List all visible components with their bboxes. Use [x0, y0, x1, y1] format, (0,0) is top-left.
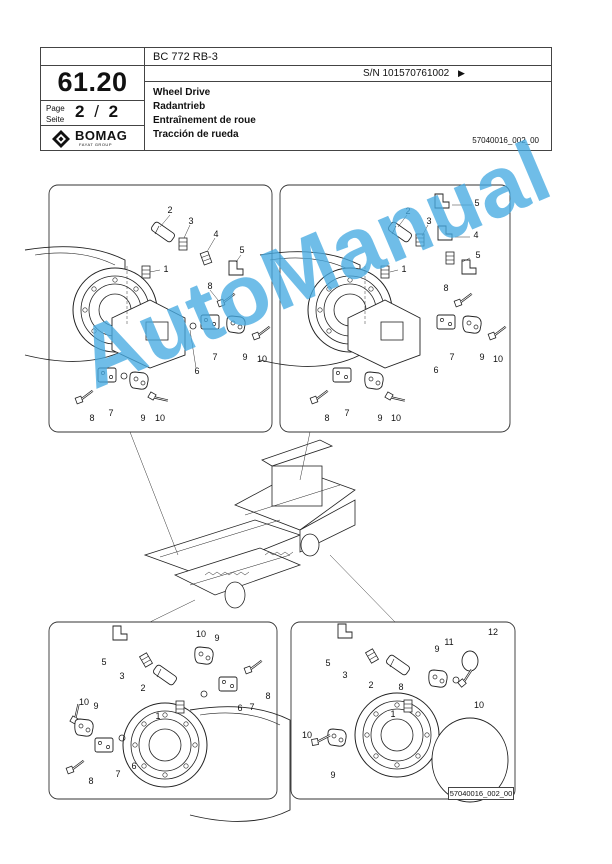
svg-text:2: 2	[140, 683, 145, 693]
svg-text:6: 6	[433, 365, 438, 375]
svg-text:2: 2	[167, 205, 172, 215]
machine-frame-overview	[143, 439, 356, 609]
svg-text:9: 9	[93, 701, 98, 711]
title-spanish: Tracción de rueda	[153, 129, 239, 140]
svg-text:9: 9	[330, 770, 335, 780]
svg-text:6: 6	[194, 366, 199, 376]
svg-text:3: 3	[188, 216, 193, 226]
svg-text:9: 9	[434, 644, 439, 654]
svg-text:8: 8	[207, 281, 212, 291]
svg-text:5: 5	[474, 198, 479, 208]
header-block: BC 772 RB-3 S/N 101570761002 ▶ 61.20 Pag…	[40, 47, 552, 151]
svg-text:8: 8	[89, 413, 94, 423]
header-rule	[41, 65, 551, 66]
header-rule	[41, 100, 144, 101]
svg-text:1: 1	[163, 264, 168, 274]
detail-panel-top-right: 2 3 5 4 5 1 8 7 9 10 6 8 7 9 10	[259, 184, 511, 433]
svg-text:9: 9	[214, 633, 219, 643]
svg-text:11: 11	[444, 637, 453, 647]
svg-text:6: 6	[237, 703, 242, 713]
title-english: Wheel Drive	[153, 87, 211, 98]
svg-text:10: 10	[196, 629, 206, 639]
svg-text:7: 7	[108, 408, 113, 418]
logo-subtitle: FAYAT GROUP	[79, 142, 112, 147]
detail-panel-top-left: 2 3 4 5 1 8 7 9 10 6 8 7 9 10	[24, 184, 274, 433]
svg-text:8: 8	[265, 691, 270, 701]
header-rule	[41, 125, 144, 126]
header-divider	[144, 48, 145, 150]
svg-text:10: 10	[391, 413, 401, 423]
svg-text:12: 12	[488, 627, 498, 637]
svg-text:2: 2	[405, 206, 410, 216]
page-number: 2 / 2	[75, 102, 119, 122]
bomag-logo: BOMAG FAYAT GROUP	[51, 128, 141, 149]
svg-text:3: 3	[119, 671, 124, 681]
svg-text:5: 5	[101, 657, 106, 667]
svg-text:7: 7	[115, 769, 120, 779]
svg-text:10: 10	[79, 697, 89, 707]
title-block: Wheel Drive Radantrieb Entraînement de r…	[153, 86, 256, 142]
svg-text:7: 7	[344, 408, 349, 418]
header-rule	[144, 81, 551, 82]
svg-text:5: 5	[239, 245, 244, 255]
svg-text:8: 8	[398, 682, 403, 692]
page-label: Page	[46, 104, 65, 113]
detail-panel-bottom-right: 12 11 9 5 3 2 8 10 1 10 9	[290, 621, 516, 803]
section-number: 61.20	[57, 67, 128, 97]
svg-text:1: 1	[401, 264, 406, 274]
seite-label: Seite	[46, 115, 65, 124]
svg-text:1: 1	[155, 711, 160, 721]
page-total: 2	[108, 102, 120, 121]
svg-text:10: 10	[302, 730, 312, 740]
page-current: 2	[75, 102, 86, 121]
svg-text:1: 1	[390, 709, 395, 719]
serial-text: S/N 101570761002	[363, 68, 450, 79]
svg-text:10: 10	[155, 413, 165, 423]
svg-text:3: 3	[426, 216, 431, 226]
svg-text:10: 10	[474, 700, 484, 710]
svg-text:2: 2	[368, 680, 373, 690]
svg-text:8: 8	[443, 283, 448, 293]
svg-text:7: 7	[249, 702, 254, 712]
title-german: Radantrieb	[153, 101, 206, 112]
svg-text:10: 10	[257, 354, 267, 364]
svg-text:8: 8	[324, 413, 329, 423]
svg-text:4: 4	[213, 229, 218, 239]
page-labels: Page Seite	[46, 103, 65, 125]
model-name: BC 772 RB-3	[153, 51, 218, 63]
svg-text:9: 9	[242, 352, 247, 362]
svg-text:9: 9	[377, 413, 382, 423]
document-number: 57040016_002_00	[472, 136, 539, 145]
arrow-right-icon: ▶	[457, 68, 465, 78]
logo-wordmark: BOMAG	[75, 128, 128, 143]
svg-text:6: 6	[131, 761, 136, 771]
svg-text:9: 9	[479, 352, 484, 362]
leader-lines	[129, 431, 396, 623]
page-separator: /	[94, 102, 100, 121]
svg-text:10: 10	[493, 354, 503, 364]
svg-text:3: 3	[342, 670, 347, 680]
svg-text:7: 7	[449, 352, 454, 362]
bomag-diamond-icon	[52, 130, 70, 148]
svg-text:7: 7	[212, 352, 217, 362]
title-french: Entraînement de roue	[153, 115, 256, 126]
svg-text:9: 9	[140, 413, 145, 423]
serial-number: S/N 101570761002 ▶	[363, 68, 465, 79]
svg-text:5: 5	[325, 658, 330, 668]
svg-text:4: 4	[473, 230, 478, 240]
svg-text:5: 5	[475, 250, 480, 260]
figure-number: 57040016_002_00	[448, 787, 514, 800]
svg-text:8: 8	[88, 776, 93, 786]
